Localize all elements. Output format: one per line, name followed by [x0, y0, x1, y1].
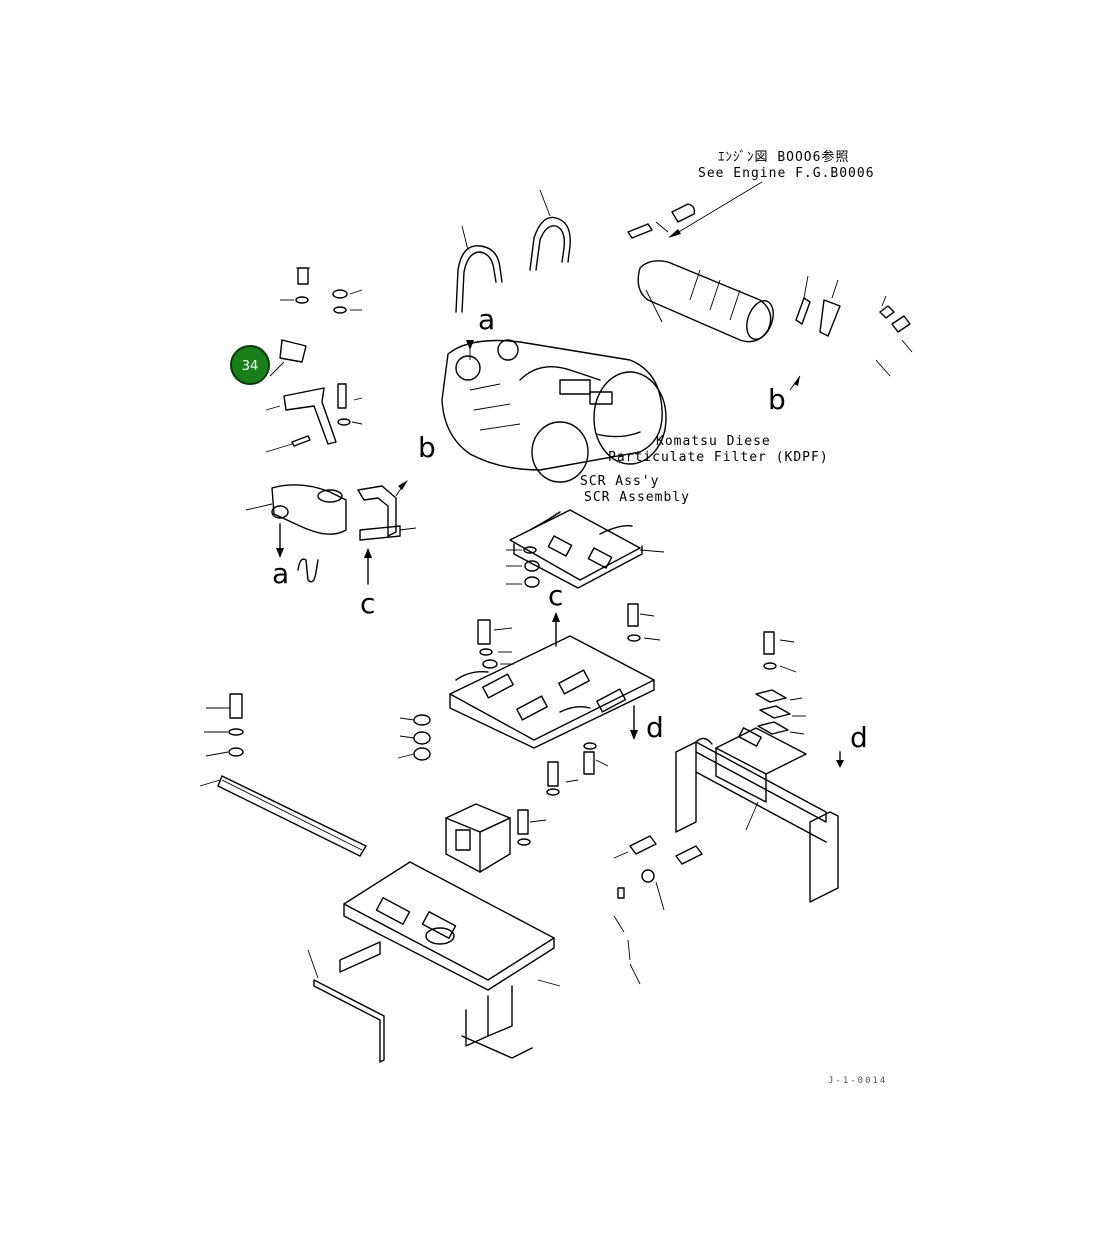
ref-letter-b-right: b — [768, 383, 786, 416]
u-bolt-right — [529, 189, 571, 271]
scr-note-en: SCR Assembly — [584, 490, 690, 505]
center-bolts — [517, 742, 609, 846]
arrow-b-right — [789, 375, 801, 391]
ref-letter-c-center: c — [548, 579, 564, 612]
engine-reference-note-en: See Engine F.G.B0006 — [698, 166, 875, 181]
center-bracket — [357, 480, 417, 585]
scr-note-jp: SCR Ass'y — [580, 474, 660, 489]
bottom-frame — [307, 861, 561, 1063]
ref-letter-b-center: b — [418, 431, 436, 464]
drawing-id: J-1-0014 — [828, 1076, 888, 1086]
ref-letter-c-left: c — [360, 587, 376, 620]
left-rail — [199, 693, 367, 857]
bottom-right-bolts — [613, 835, 703, 985]
muffler-pipe — [627, 203, 774, 343]
center-mount-block — [445, 803, 511, 873]
ref-letter-a-left: a — [272, 557, 290, 590]
callout-34[interactable]: 34 — [230, 345, 270, 385]
engine-reference-leader — [668, 181, 763, 238]
kdpf-scr-assembly — [441, 339, 667, 483]
right-frame — [675, 631, 844, 903]
right-clamps — [795, 275, 913, 377]
u-bolt-left — [455, 225, 503, 313]
engine-reference-note-jp: ｴﾝｼﾞﾝ図 BOOO6参照 — [718, 150, 850, 165]
ref-letter-a-top: a — [478, 303, 496, 336]
left-pipe-elbow — [245, 484, 347, 583]
center-cradle — [506, 509, 665, 647]
center-mounting-plate — [449, 603, 661, 749]
left-upper-hardware — [265, 267, 363, 453]
left-washer-stack — [397, 714, 431, 761]
ref-letter-d-center: d — [646, 711, 664, 744]
ref-letter-d-right: d — [850, 721, 868, 754]
kdpf-note-jp: Komatsu Diese — [656, 434, 771, 449]
kdpf-note-en: Particulate Filter (KDPF) — [608, 450, 829, 465]
